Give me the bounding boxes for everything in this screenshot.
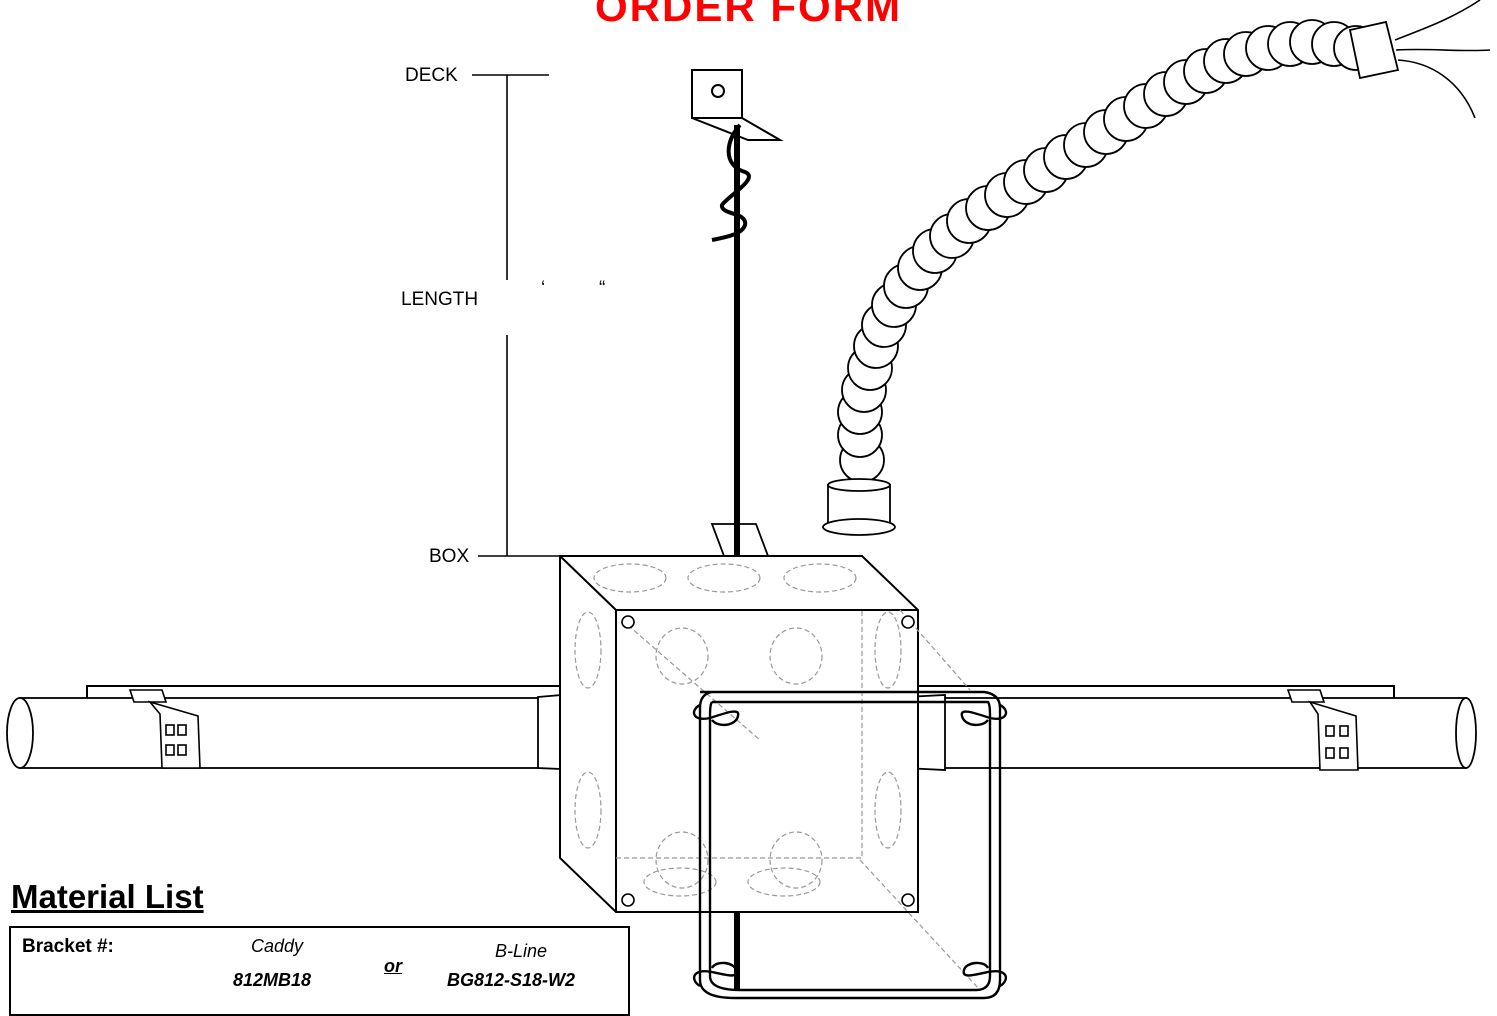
hanger-rod	[711, 123, 751, 555]
conduit-connector	[822, 478, 896, 536]
left-conduit-pipe	[6, 690, 619, 774]
material-list-heading: Material List	[11, 878, 204, 915]
flexible-conduit	[837, 19, 1400, 483]
length-inch-mark: “	[599, 278, 606, 299]
caddy-brand: Caddy	[251, 936, 304, 956]
left-pipe-strap	[128, 689, 201, 769]
page-title: ORDER FORM	[595, 0, 902, 30]
dimension-line	[472, 74, 560, 557]
bline-brand: B-Line	[495, 941, 548, 961]
right-conduit-pipe	[861, 690, 1477, 774]
deck-label: DECK	[405, 65, 458, 86]
length-label: LENGTH	[401, 289, 479, 310]
length-feet-mark: ‘	[541, 278, 546, 299]
bracket-label: Bracket #:	[22, 936, 114, 957]
junction-box	[559, 555, 919, 913]
right-pipe-strap	[1286, 689, 1359, 771]
bline-part-number: BG812-S18-W2	[447, 970, 576, 990]
or-separator: or	[384, 956, 402, 976]
box-screws	[621, 615, 915, 907]
caddy-part-number: 812MB18	[233, 970, 312, 990]
strut-channel	[692, 690, 1008, 1000]
box-label: BOX	[429, 546, 470, 567]
conduit-wires	[1394, 0, 1491, 119]
rod-support-plate	[710, 523, 770, 557]
material-list-table: Bracket #: Caddy 812MB18 or B-Line BG812…	[9, 926, 630, 1016]
